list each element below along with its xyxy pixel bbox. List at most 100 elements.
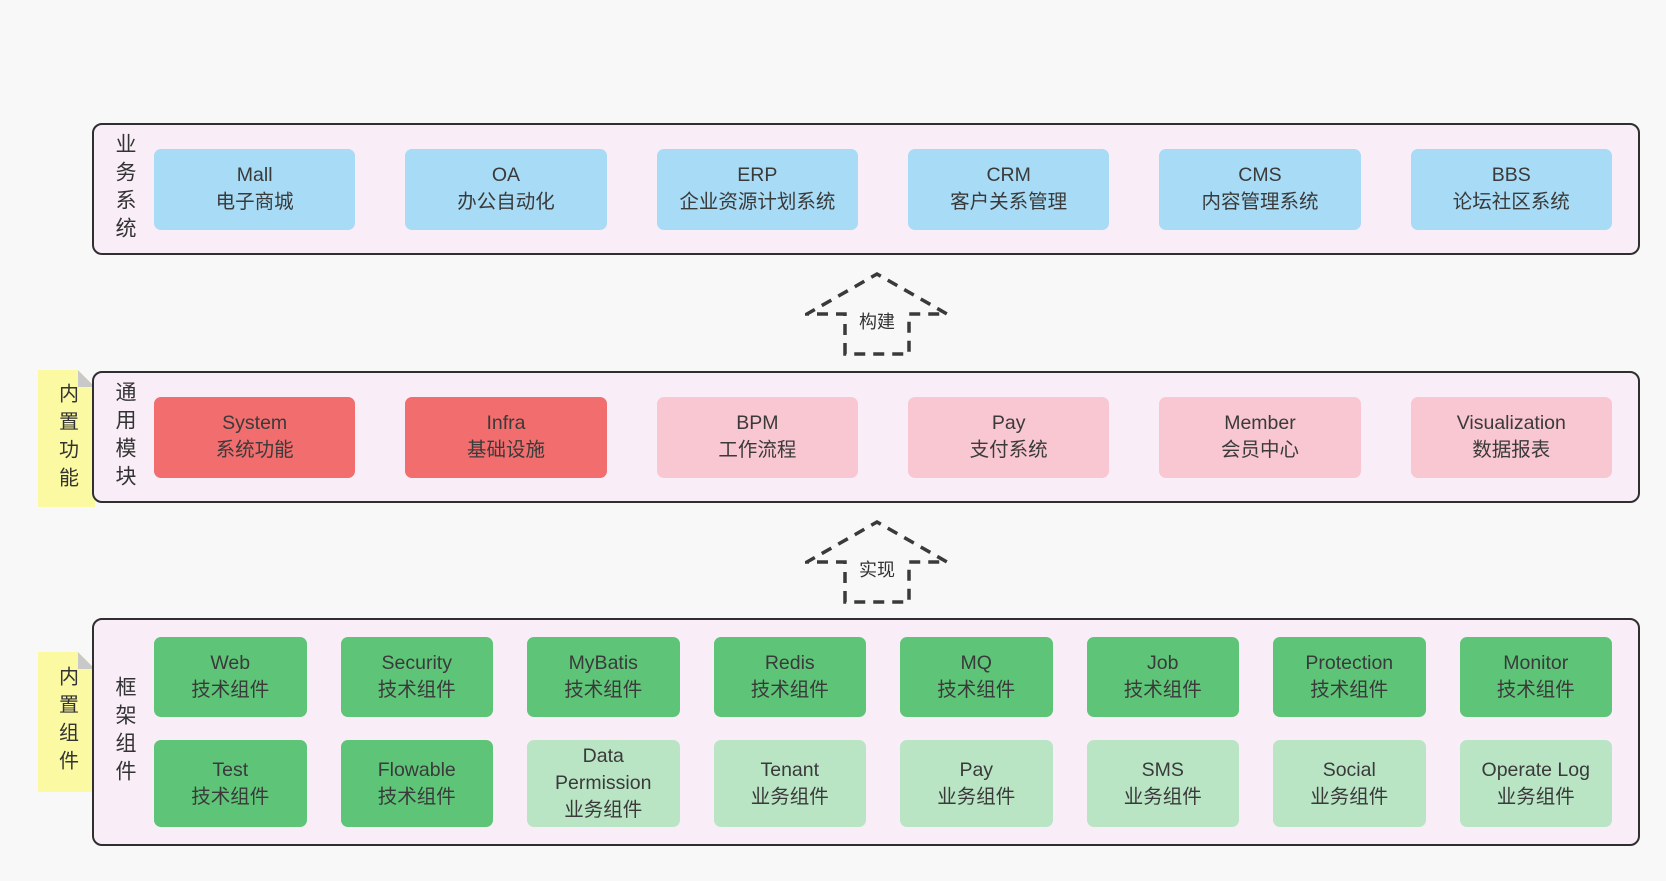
box-title: Pay xyxy=(959,758,994,781)
box-title: Tenant xyxy=(760,758,820,781)
box-title: MQ xyxy=(960,652,992,674)
box-title: CRM xyxy=(986,164,1031,186)
box-subtitle: 技术组件 xyxy=(937,679,1016,701)
box-title: Mall xyxy=(236,164,273,186)
box-erp: ERP 企业资源计划系统 xyxy=(656,148,858,230)
box-flowable: Flowable 技术组件 xyxy=(340,740,493,827)
box-subtitle: 技术组件 xyxy=(750,679,829,701)
box-infra: Infra 基础设施 xyxy=(405,396,607,478)
panel-label-business-systems: 业务系统 xyxy=(94,125,154,253)
panel-label-text: 业务系统 xyxy=(113,133,136,245)
box-subtitle: 会员中心 xyxy=(1220,439,1299,461)
sticky-tab-text: 内置组件 xyxy=(55,666,78,778)
box-subtitle: 基础设施 xyxy=(466,439,545,461)
box-title: Operate Log xyxy=(1481,758,1590,781)
box-title: Data Permission xyxy=(555,745,652,794)
box-title: BBS xyxy=(1491,164,1531,186)
box-protection: Protection 技术组件 xyxy=(1273,637,1426,717)
box-web: Web 技术组件 xyxy=(154,637,307,717)
box-title: Security xyxy=(381,652,452,674)
box-monitor: Monitor 技术组件 xyxy=(1459,637,1612,717)
box-subtitle: 支付系统 xyxy=(969,439,1048,461)
box-subtitle: 技术组件 xyxy=(377,679,456,701)
box-bbs: BBS 论坛社区系统 xyxy=(1410,148,1612,230)
dashed-up-arrow-icon xyxy=(805,271,949,356)
box-sms: SMS 业务组件 xyxy=(1086,740,1239,827)
box-title: Redis xyxy=(764,652,815,674)
box-subtitle: 内容管理系统 xyxy=(1201,191,1319,213)
box-subtitle: 技术组件 xyxy=(191,679,270,701)
box-system: System 系统功能 xyxy=(154,396,356,478)
box-title: Member xyxy=(1224,412,1296,434)
implement-arrow: 实现 xyxy=(805,518,949,604)
box-redis: Redis 技术组件 xyxy=(713,637,866,717)
box-subtitle: 数据报表 xyxy=(1472,439,1551,461)
box-title: Flowable xyxy=(377,758,456,781)
box-subtitle: 业务组件 xyxy=(1123,785,1202,808)
box-crm: CRM 客户关系管理 xyxy=(907,148,1110,230)
box-operate-log: Operate Log 业务组件 xyxy=(1459,740,1612,827)
box-title: Infra xyxy=(486,412,526,434)
box-title: SMS xyxy=(1141,758,1184,781)
sticky-tab-built-in-features: 内置功能 xyxy=(38,370,95,507)
build-arrow-label: 构建 xyxy=(856,308,898,334)
box-title: Job xyxy=(1147,652,1179,674)
box-subtitle: 企业资源计划系统 xyxy=(679,191,836,213)
box-mq: MQ 技术组件 xyxy=(900,637,1053,717)
box-subtitle: 论坛社区系统 xyxy=(1452,191,1570,213)
box-subtitle: 技术组件 xyxy=(1496,679,1575,701)
box-subtitle: 业务组件 xyxy=(750,785,829,808)
box-security: Security 技术组件 xyxy=(340,637,493,717)
build-arrow: 构建 xyxy=(805,270,949,356)
box-title: Protection xyxy=(1305,652,1394,674)
box-subtitle: 技术组件 xyxy=(1123,679,1202,701)
box-subtitle: 业务组件 xyxy=(1496,785,1575,808)
box-subtitle: 客户关系管理 xyxy=(950,191,1068,213)
box-tenant: Tenant 业务组件 xyxy=(713,740,866,827)
box-subtitle: 系统功能 xyxy=(215,439,294,461)
box-cms: CMS 内容管理系统 xyxy=(1159,148,1361,230)
box-title: ERP xyxy=(737,164,778,186)
box-title: System xyxy=(222,412,288,434)
box-title: BPM xyxy=(736,412,779,434)
implement-arrow-label: 实现 xyxy=(856,556,898,582)
panel-label-text: 框架组件 xyxy=(113,676,136,788)
box-subtitle: 技术组件 xyxy=(191,785,270,808)
box-member: Member 会员中心 xyxy=(1159,396,1361,478)
dashed-up-arrow-icon xyxy=(805,519,949,604)
box-title: Test xyxy=(212,758,249,781)
box-title: OA xyxy=(491,164,521,186)
panel-label-framework-components: 框架组件 xyxy=(94,620,154,844)
box-job: Job 技术组件 xyxy=(1086,637,1239,717)
box-title: CMS xyxy=(1238,164,1282,186)
box-title: Pay xyxy=(991,412,1026,434)
box-title: Web xyxy=(210,652,251,674)
sticky-tab-text: 内置功能 xyxy=(55,382,78,495)
panel-label-common-modules: 通用模块 xyxy=(94,373,154,501)
box-subtitle: 技术组件 xyxy=(564,679,643,701)
panel-label-text: 通用模块 xyxy=(113,381,136,493)
sticky-tab-built-in-components: 内置组件 xyxy=(38,652,95,792)
box-subtitle: 业务组件 xyxy=(1310,785,1389,808)
box-subtitle: 技术组件 xyxy=(377,785,456,808)
box-subtitle: 技术组件 xyxy=(1310,679,1389,701)
box-title: Monitor xyxy=(1503,652,1569,674)
